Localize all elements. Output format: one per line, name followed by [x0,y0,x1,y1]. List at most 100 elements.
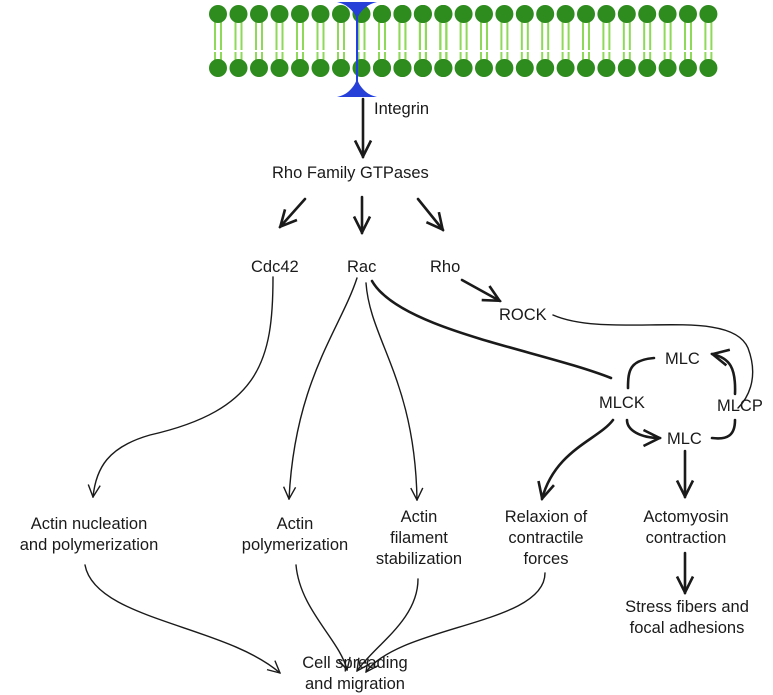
rock-label: ROCK [499,306,547,324]
lipid-head-bottom [577,59,595,77]
actin-polymerization-label: Actin polymerization [242,514,348,556]
actomyosin-line-2: contraction [645,529,727,547]
actin-filament-stabilization-label: Actin filament stabilization [376,507,462,570]
actin-filament-stabilization-line-1: Actin [400,508,438,526]
mlc-upper-label: MLC [665,350,700,368]
rock-to-mlcp-line [552,314,754,409]
mlcp-to-mlc-upper-arrow [712,354,737,396]
lipid-head-bottom [434,59,453,77]
lipid-head-top [270,5,289,23]
lipid-head-top [229,5,248,23]
lipid-head-top [699,5,718,23]
rho-to-rock-arrow [460,278,500,303]
actin-filament-stabilization-line-3: stabilization [375,550,463,568]
lipid-head-top [454,5,473,23]
lipid-head-bottom [679,59,697,77]
relaxion-of-contractile-forces-label: Relaxion of contractile forces [505,507,588,570]
mlcp-label: MLCP [717,397,763,415]
lipid-head-top [495,5,514,23]
stress-fibers-label: Stress fibers and focal adhesions [625,597,749,639]
lipid-head-top [332,5,350,23]
rho-family-gtpases-label: Rho Family GTPases [272,164,429,182]
stress-fibers-line-2: focal adhesions [629,619,745,637]
lipid-head-bottom [373,59,391,77]
relaxion-line-2: contractile [508,529,584,547]
lipid-head-top [475,5,493,23]
lipid-head-bottom [454,59,473,77]
lipid-head-top [434,5,453,23]
mlck-to-mlc-lower-arrow [625,418,660,438]
lipid-head-bottom [475,59,493,77]
mlc-lower-label: MLC [667,430,702,448]
cell-spreading-line-2: and migration [305,675,405,693]
lipid-head-bottom [250,59,268,77]
actin-nucleation-label: Actin nucleation and polymerization [20,514,159,556]
relaxion-to-cell-spreading-arrow [366,572,546,672]
lipid-head-top [617,5,636,23]
lipid-head-top [515,5,534,23]
cdc42-to-actin-nucleation-arrow [93,276,274,497]
actin-nucleation-line-2: and polymerization [19,536,159,554]
lipid-head-top [393,5,412,23]
lipid-head-bottom [638,59,657,77]
lipid-head-bottom [597,59,616,77]
actin-polymerization-line-2: polymerization [241,536,349,554]
lipid-head-top [658,5,677,23]
lipid-head-top [556,5,575,23]
rho-gtpases-to-rho-arrow [416,197,443,230]
actin-nucleation-to-cell-spreading-arrow [84,564,280,673]
lipid-bilayer-membrane [209,5,718,77]
actin-filament-stabilization-line-2: filament [390,529,448,547]
actomyosin-line-1: Actomyosin [643,508,729,526]
lipid-head-top [577,5,595,23]
lipid-head-bottom [209,59,227,77]
mlck-label: MLCK [599,394,645,412]
rac-to-mlck-line [370,279,613,380]
mlck-to-relaxion-arrow [542,418,615,499]
actin-polymerization-to-cell-spreading-arrow [295,564,347,670]
lipid-head-bottom [495,59,514,77]
rac-label: Rac [347,258,377,276]
lipid-head-bottom [332,59,350,77]
lipid-head-top [679,5,697,23]
cell-spreading-label: Cell spreading and migration [302,653,407,695]
stress-fibers-line-1: Stress fibers and [625,598,749,616]
lipid-head-bottom [556,59,575,77]
lipid-head-bottom [393,59,412,77]
actomyosin-contraction-label: Actomyosin contraction [643,507,728,549]
lipid-head-bottom [270,59,289,77]
relaxion-line-1: Relaxion of [504,508,588,526]
integrin-label: Integrin [374,100,430,118]
lipid-head-top [536,5,555,23]
lipid-head-bottom [352,59,371,77]
relaxion-line-3: forces [523,550,569,568]
rho-label: Rho [430,258,461,276]
lipid-head-bottom [291,59,309,77]
rac-to-actin-stabilization-arrow [365,282,417,500]
lipid-head-top [373,5,391,23]
lipid-head-top [209,5,227,23]
mlcp-to-mlc-lower-arrow [710,418,737,440]
cdc42-label: Cdc42 [251,258,299,276]
lipid-head-bottom [311,59,330,77]
mlck-to-mlc-upper-arrow [626,356,656,390]
lipid-head-bottom [515,59,534,77]
lipid-head-bottom [658,59,677,77]
lipid-head-bottom [699,59,718,77]
actin-stabilization-to-cell-spreading-arrow [357,578,419,671]
integrin-receptor-icon [337,2,377,97]
rac-to-actin-polymerization-arrow [289,277,358,499]
lipid-head-bottom [229,59,248,77]
lipid-head-bottom [536,59,555,77]
cell-spreading-line-1: Cell spreading [302,654,408,672]
lipid-head-top [638,5,657,23]
lipid-head-top [311,5,330,23]
rho-gtpases-to-cdc42-arrow [280,197,307,227]
actin-polymerization-line-1: Actin [276,515,314,533]
lipid-head-top [250,5,268,23]
lipid-head-bottom [413,59,432,77]
lipid-head-bottom [617,59,636,77]
lipid-head-top [597,5,616,23]
